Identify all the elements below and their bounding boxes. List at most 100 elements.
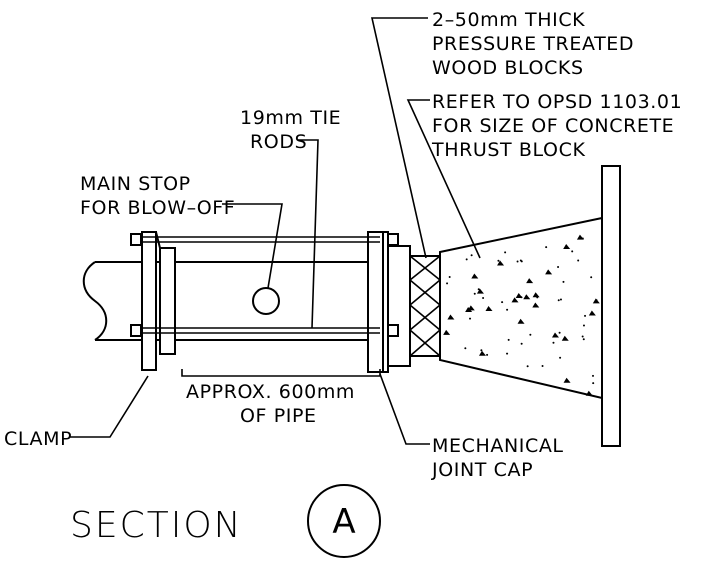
aggregate-dot <box>571 250 574 253</box>
aggregate-dot <box>562 280 565 283</box>
aggregate-stone <box>447 314 455 320</box>
aggregate-stone <box>511 297 519 303</box>
svg-text:WOOD BLOCKS: WOOD BLOCKS <box>432 57 584 79</box>
aggregate-dot <box>520 342 523 345</box>
main-stop-fitting <box>159 247 280 355</box>
svg-text:SECTION: SECTION <box>70 505 243 546</box>
aggregate-dot <box>557 299 560 302</box>
label-refer-opsd: REFER TO OPSD 1103.01 FOR SIZE OF CONCRE… <box>431 91 682 161</box>
aggregate-stone <box>526 278 534 284</box>
svg-text:JOINT CAP: JOINT CAP <box>431 459 533 481</box>
aggregate-stone <box>532 302 540 308</box>
concrete-aggregate-speckles <box>443 234 600 396</box>
aggregate-stone <box>585 390 593 396</box>
aggregate-dot <box>465 258 468 261</box>
aggregate-dot <box>446 282 449 285</box>
svg-text:CLAMP: CLAMP <box>4 428 72 450</box>
label-wood-blocks: 2–50mm THICK PRESSURE TREATED WOOD BLOCK… <box>432 9 634 79</box>
aggregate-stone <box>471 273 479 279</box>
section-title: SECTION <box>70 505 243 546</box>
aggregate-dot <box>526 365 529 368</box>
svg-text:APPROX. 600mm: APPROX. 600mm <box>186 381 355 403</box>
leader-lines <box>70 17 481 445</box>
label-tie-rods: 19mm TIE RODS <box>240 107 341 153</box>
aggregate-dot <box>469 317 472 320</box>
aggregate-stone <box>478 350 486 356</box>
aggregate-dot <box>497 259 500 262</box>
svg-text:19mm TIE: 19mm TIE <box>240 107 341 129</box>
aggregate-dot <box>541 364 544 367</box>
aggregate-dot <box>581 335 584 338</box>
pipe-clamp <box>141 231 161 371</box>
aggregate-dot <box>516 260 519 263</box>
aggregate-dot <box>477 288 480 291</box>
aggregate-dot <box>577 259 580 262</box>
mechanical-joint-cap <box>367 231 411 373</box>
aggregate-dot <box>486 353 489 356</box>
svg-text:FOR BLOW–OFF: FOR BLOW–OFF <box>80 197 235 219</box>
aggregate-dot <box>501 301 504 304</box>
concrete-thrust-block <box>439 216 603 400</box>
svg-text:THRUST BLOCK: THRUST BLOCK <box>431 139 586 161</box>
aggregate-stone <box>517 318 525 324</box>
aggregate-stone <box>532 292 540 298</box>
aggregate-dot <box>506 352 509 355</box>
aggregate-dot <box>581 237 584 240</box>
svg-text:OF PIPE: OF PIPE <box>240 405 317 427</box>
aggregate-stone <box>515 292 523 298</box>
svg-text:FOR SIZE OF CONCRETE: FOR SIZE OF CONCRETE <box>432 115 674 137</box>
section-id-circle: A <box>307 484 381 558</box>
aggregate-dot <box>507 338 510 341</box>
aggregate-dot <box>482 297 485 300</box>
wood-blocks <box>409 255 441 357</box>
svg-text:RODS: RODS <box>250 131 307 153</box>
aggregate-dot <box>584 314 587 317</box>
svg-text:MAIN STOP: MAIN STOP <box>80 173 191 195</box>
svg-text:MECHANICAL: MECHANICAL <box>432 435 564 457</box>
label-clamp: CLAMP <box>4 428 72 450</box>
aggregate-dot <box>552 341 555 344</box>
label-main-stop: MAIN STOP FOR BLOW–OFF <box>80 173 235 219</box>
aggregate-dot <box>558 331 561 334</box>
aggregate-stone <box>476 288 484 294</box>
aggregate-stone <box>588 310 596 316</box>
label-approx-pipe: APPROX. 600mm OF PIPE <box>186 381 355 427</box>
aggregate-dot <box>464 347 467 350</box>
aggregate-dot <box>591 374 594 377</box>
label-mechanical-joint-cap: MECHANICAL JOINT CAP <box>431 435 564 481</box>
aggregate-stone <box>551 332 559 338</box>
aggregate-dot <box>590 276 593 279</box>
aggregate-dot <box>470 254 473 257</box>
aggregate-dot <box>545 246 548 249</box>
aggregate-dot <box>559 298 562 301</box>
aggregate-stone <box>443 329 451 335</box>
aggregate-dot <box>559 356 562 359</box>
aggregate-dot <box>506 308 509 311</box>
aggregate-dot <box>595 299 598 302</box>
aggregate-dot <box>480 349 483 352</box>
aggregate-dot <box>529 333 532 336</box>
svg-text:REFER TO OPSD 1103.01: REFER TO OPSD 1103.01 <box>432 91 682 113</box>
thrust-block-back-plate <box>601 165 621 447</box>
aggregate-stone <box>497 260 505 266</box>
aggregate-dot <box>473 292 476 295</box>
aggregate-dot <box>536 296 539 299</box>
aggregate-dot <box>557 265 560 268</box>
aggregate-dot <box>504 251 507 254</box>
aggregate-stone <box>485 305 493 311</box>
aggregate-stone <box>523 294 531 300</box>
pipe <box>82 261 368 341</box>
aggregate-dot <box>519 259 522 262</box>
aggregate-dot <box>448 275 451 278</box>
aggregate-stone <box>467 305 475 311</box>
svg-text:PRESSURE TREATED: PRESSURE TREATED <box>432 33 634 55</box>
aggregate-stone <box>563 377 571 383</box>
aggregate-dot <box>582 324 585 327</box>
aggregate-stone <box>563 244 571 250</box>
aggregate-dot <box>592 382 595 385</box>
aggregate-stone <box>545 269 553 275</box>
aggregate-dot <box>582 338 585 341</box>
tie-rods <box>130 233 399 337</box>
aggregate-stone <box>561 335 569 341</box>
